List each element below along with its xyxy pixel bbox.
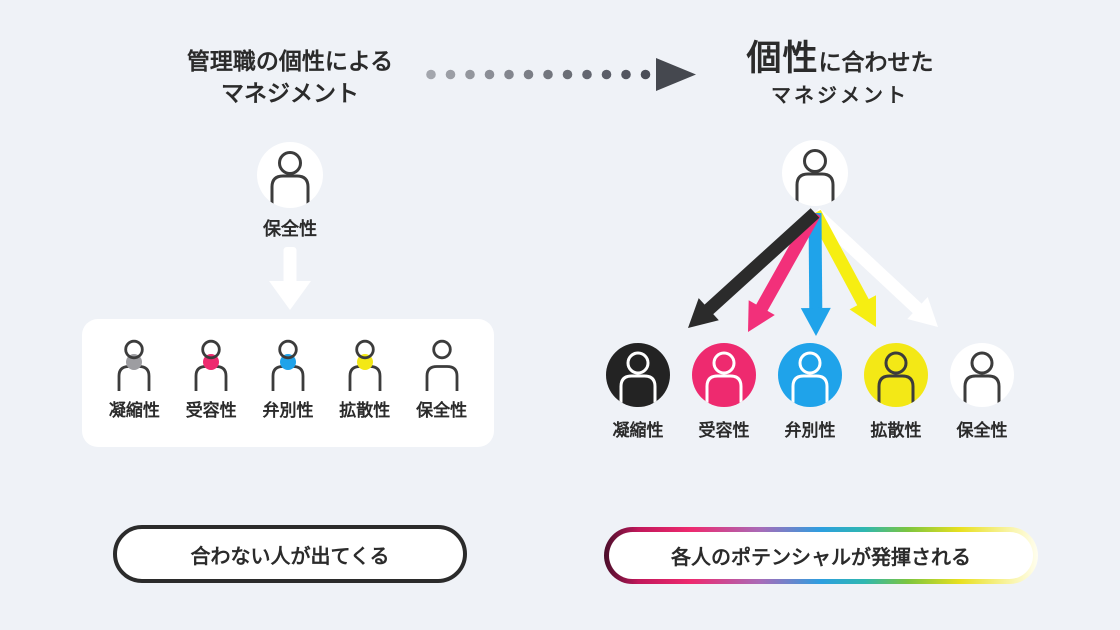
circle-member-label: 拡散性 [870, 421, 922, 440]
fan-arrows-icon [688, 208, 938, 336]
right-title-rest: に合わせた [818, 49, 934, 75]
box-member-label: 受容性 [185, 401, 237, 420]
box-member-label: 凝縮性 [108, 401, 160, 420]
person-circle-icon [950, 343, 1014, 407]
circle-member-hozen: 保全性 [950, 343, 1014, 441]
circle-member-label: 凝縮性 [612, 421, 664, 440]
person-icon [782, 140, 848, 206]
right-title: 個性に合わせた マネジメント [660, 39, 1020, 107]
person-neck-icon [194, 339, 228, 391]
person-circle-icon [864, 343, 928, 407]
right-title-line2: マネジメント [771, 84, 909, 107]
left-title: 管理職の個性による マネジメント [110, 46, 470, 109]
person-neck-icon [271, 339, 305, 391]
down-arrow-icon [269, 247, 311, 310]
circle-member-label: 弁別性 [784, 421, 836, 440]
circle-member-benbetsu: 弁別性 [778, 343, 842, 441]
person-neck-icon [425, 339, 458, 391]
right-title-line1: 個性に合わせた [660, 39, 1020, 79]
person-circle-icon [692, 343, 756, 407]
right-title-emphasis: 個性 [746, 39, 819, 78]
left-manager-label: 保全性 [263, 219, 317, 239]
right-result-text: 各人のポテンシャルが発揮される [671, 547, 971, 569]
box-member-hozen: 保全性 [405, 339, 479, 421]
person-neck-icon [348, 339, 382, 391]
person-icon [257, 142, 323, 208]
box-member-label: 拡散性 [339, 401, 391, 420]
box-member-kakusan: 拡散性 [328, 339, 402, 421]
circle-member-label: 保全性 [956, 421, 1008, 440]
transition-dotted-arrow-icon [426, 58, 696, 91]
person-neck-icon [117, 339, 151, 391]
box-member-benbetsu: 弁別性 [251, 339, 325, 421]
person-circle-icon [778, 343, 842, 407]
person-circle-icon [606, 343, 670, 407]
box-member-label: 保全性 [416, 401, 468, 420]
right-result-pill: 各人のポテンシャルが発揮される [604, 527, 1038, 584]
circle-member-kakusan: 拡散性 [864, 343, 928, 441]
left-manager-avatar [257, 142, 323, 213]
left-title-line1: 管理職の個性による [186, 48, 394, 74]
left-title-line2: マネジメント [221, 79, 359, 106]
left-result-pill: 合わない人が出てくる [113, 525, 467, 583]
circle-member-gyoshuku: 凝縮性 [606, 343, 670, 441]
box-member-juyo: 受容性 [174, 339, 248, 421]
right-member-row: 凝縮性 受容性 弁別性 拡散性 [606, 343, 1014, 441]
left-member-box: 凝縮性 受容性 弁別性 拡散性 [82, 319, 494, 447]
box-member-gyoshuku: 凝縮性 [97, 339, 171, 421]
box-member-label: 弁別性 [262, 401, 314, 420]
right-result-pill-inner: 各人のポテンシャルが発揮される [609, 532, 1033, 579]
circle-member-label: 受容性 [698, 421, 750, 440]
circle-member-juyo: 受容性 [692, 343, 756, 441]
left-result-text: 合わない人が出てくる [190, 545, 390, 568]
right-manager-avatar [782, 140, 848, 211]
